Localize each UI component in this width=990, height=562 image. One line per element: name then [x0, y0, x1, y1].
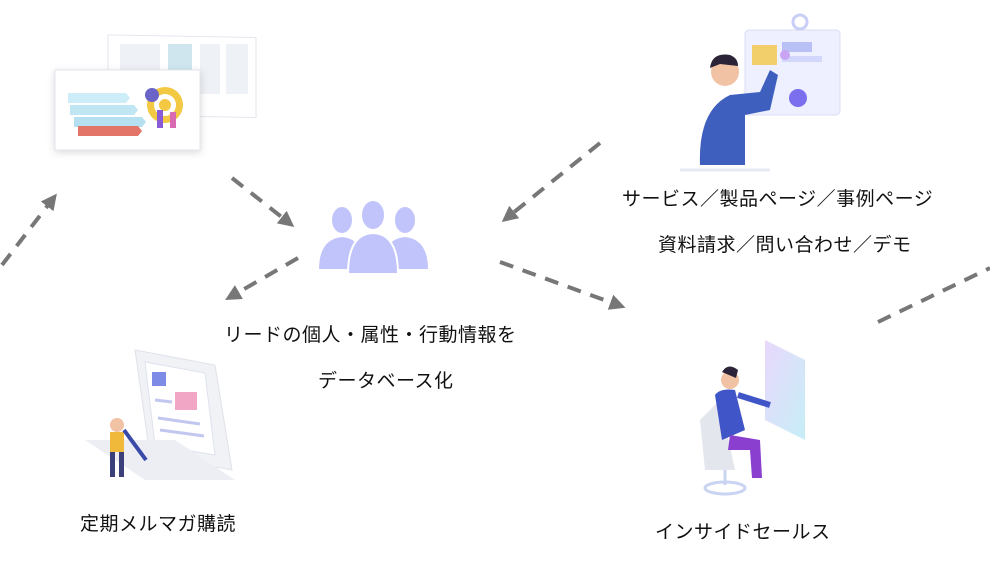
- web-actions-label: 資料請求／問い合わせ／デモ: [658, 234, 912, 256]
- people-group-icon: [316, 199, 431, 275]
- arrow-web-to-db: [501, 141, 602, 223]
- newsletter-label: 定期メルマガ購読: [80, 513, 237, 535]
- arrow-inside-sales-out: [877, 266, 990, 324]
- web-pages-label: サービス／製品ページ／事例ページ: [622, 188, 934, 210]
- database-label-line2: データベース化: [318, 370, 454, 392]
- arrow-db-to-inside-sales: [499, 260, 626, 310]
- database-label-line1: リードの個人・属性・行動情報を: [224, 324, 517, 346]
- arrow-document-to-db: [230, 176, 295, 227]
- newsletter-laptop-illustration: [85, 349, 235, 480]
- document-thumbnails-illustration: [54, 34, 257, 151]
- arrow-db-to-newsletter: [225, 256, 299, 300]
- inside-sales-label: インサイドセールス: [655, 521, 831, 543]
- inside-sales-illustration: [700, 340, 805, 496]
- web-presenter-illustration: [680, 13, 841, 172]
- arrow-to-document: [0, 193, 57, 267]
